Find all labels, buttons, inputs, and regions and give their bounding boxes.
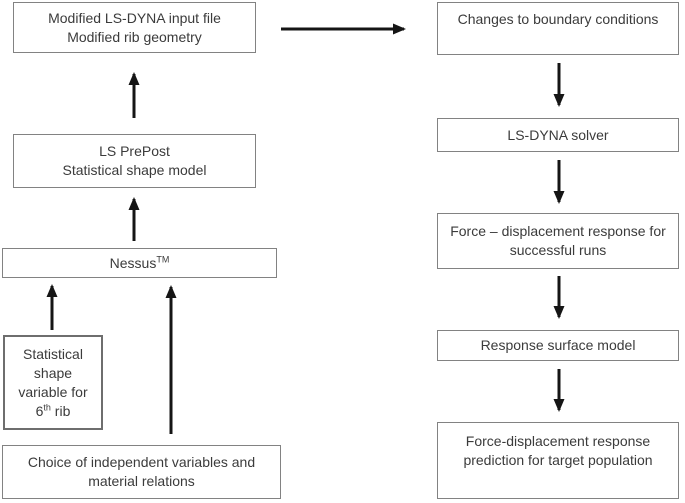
box-nessus: NessusTM: [2, 248, 277, 278]
box-boundary-conditions: Changes to boundary conditions: [437, 2, 679, 55]
box-statistical-shape-variable-line4: 6th rib: [35, 401, 71, 419]
box-nessus-label: NessusTM: [109, 253, 170, 271]
box-statistical-shape-variable-line2: shape: [33, 364, 73, 381]
box-statistical-shape-variable: Statistical shape variable for 6th rib: [3, 335, 103, 430]
box-ls-prepost: LS PrePost Statistical shape model: [13, 134, 256, 188]
box-force-displacement-response: Force – displacement response for succes…: [437, 213, 679, 269]
box-response-surface-model: Response surface model: [437, 330, 679, 361]
box-boundary-conditions-label: Changes to boundary conditions: [457, 11, 659, 27]
box-force-displacement-response-label: Force – displacement response for succes…: [450, 223, 666, 258]
box-statistical-shape-variable-line3: variable for: [18, 383, 88, 400]
box-statistical-shape-variable-line1: Statistical: [23, 345, 83, 362]
box-choice-of-variables: Choice of independent variables and mate…: [2, 445, 281, 499]
box-modified-input-file-line1: Modified LS-DYNA input file: [48, 9, 221, 26]
sixth-rib-ordinal-superscript: th: [43, 401, 51, 412]
box-prediction-target-population: Force-displacement response prediction f…: [437, 422, 679, 499]
box-prediction-target-population-label: Force-displacement response prediction f…: [463, 433, 653, 468]
box-ls-dyna-solver: LS-DYNA solver: [437, 118, 679, 152]
box-ls-prepost-line2: Statistical shape model: [62, 162, 207, 178]
box-modified-input-file: Modified LS-DYNA input file Modified rib…: [13, 2, 256, 53]
box-ls-prepost-line1: LS PrePost: [99, 143, 170, 159]
box-choice-of-variables-label: Choice of independent variables and mate…: [27, 454, 256, 489]
nessus-trademark-superscript: TM: [156, 253, 170, 264]
box-modified-input-file-line2: Modified rib geometry: [67, 28, 202, 45]
box-ls-dyna-solver-label: LS-DYNA solver: [507, 126, 609, 143]
box-response-surface-model-label: Response surface model: [480, 337, 636, 353]
